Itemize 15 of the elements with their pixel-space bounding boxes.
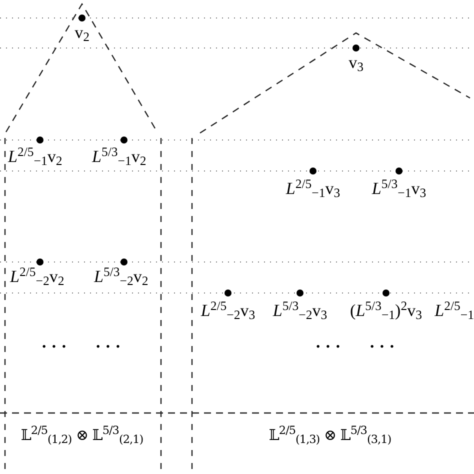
- state-label: L$^{2/5}$$_{−1}$v$_{3}$: [286, 180, 340, 197]
- state-label: L$^{5/3}$$_{−2}$v$_{3}$: [272, 302, 328, 319]
- state-label: (L$^{5/3}$$_{−1}$)$^{2}$v$_{3}$: [350, 302, 422, 319]
- state-label: v$_{2}$: [74, 24, 90, 41]
- ellipsis-text: · · ·: [315, 338, 341, 355]
- state-label: L$^{5/3}$$_{−2}$v$_{2}$: [94, 268, 148, 285]
- state-label: L$^{5/3}$$_{−1}$v$_{2}$: [92, 148, 146, 165]
- state-label: L$^{2/5}$$_{−1}$v$_{2}$: [8, 148, 62, 165]
- ellipsis-text: · · ·: [95, 338, 121, 355]
- state-label: L$^{2/5}$$_{−2}$v$_{2}$: [10, 268, 64, 285]
- ellipsis-text: · · ·: [41, 338, 67, 355]
- state-label: L$^{5/3}$$_{−1}$v$_{3}$: [372, 180, 426, 197]
- state-label: v$_{3}$: [348, 54, 364, 71]
- state-label: L$^{2/5}$$_{−2}$v$_{3}$: [200, 302, 256, 319]
- ellipsis-text: · · ·: [369, 338, 395, 355]
